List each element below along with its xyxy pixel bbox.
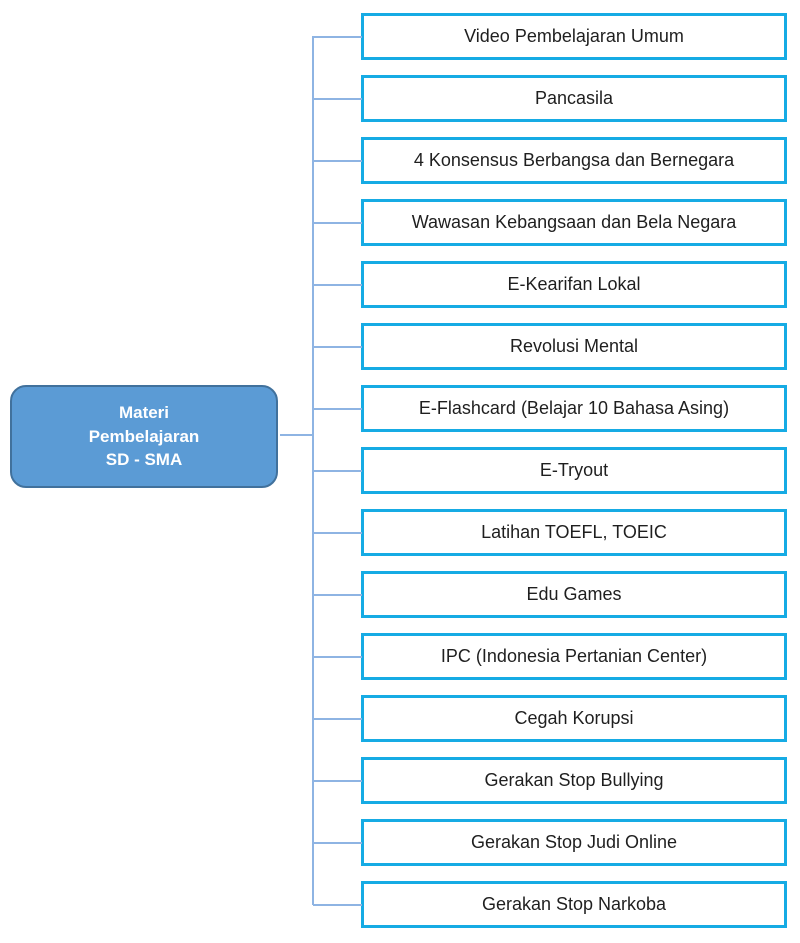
connector-stub	[313, 532, 362, 534]
connector-stub	[313, 160, 362, 162]
root-node-label: Materi Pembelajaran SD - SMA	[88, 403, 200, 470]
connector-stub	[313, 36, 362, 38]
branch-list: Video Pembelajaran Umum Pancasila 4 Kons…	[361, 13, 787, 928]
branch-label: Revolusi Mental	[509, 335, 639, 356]
connector-stub	[313, 842, 362, 844]
branch-label: E-Kearifan Lokal	[507, 273, 641, 294]
connector-stub	[313, 408, 362, 410]
branch-label: 4 Konsensus Berbangsa dan Bernegara	[413, 149, 735, 170]
branch-box: E-Tryout	[361, 447, 787, 494]
branch-label: Gerakan Stop Bullying	[484, 769, 664, 790]
branch-label: Video Pembelajaran Umum	[464, 25, 684, 46]
branch-box: E-Kearifan Lokal	[361, 261, 787, 308]
branch-label: Edu Games	[526, 583, 622, 604]
branch-label: E-Tryout	[539, 459, 609, 480]
connector-stub	[313, 98, 362, 100]
connector-stub	[313, 594, 362, 596]
branch-label: IPC (Indonesia Pertanian Center)	[440, 645, 708, 666]
branch-box: E-Flashcard (Belajar 10 Bahasa Asing)	[361, 385, 787, 432]
branch-box: IPC (Indonesia Pertanian Center)	[361, 633, 787, 680]
branch-box: Latihan TOEFL, TOEIC	[361, 509, 787, 556]
connector-stub	[313, 904, 362, 906]
branch-label: Latihan TOEFL, TOEIC	[481, 521, 667, 542]
branch-box: Revolusi Mental	[361, 323, 787, 370]
branch-label: Gerakan Stop Judi Online	[470, 831, 678, 852]
branch-label: Pancasila	[534, 87, 614, 108]
branch-box: Edu Games	[361, 571, 787, 618]
branch-box: Gerakan Stop Narkoba	[361, 881, 787, 928]
connector-stub	[313, 346, 362, 348]
branch-label: Wawasan Kebangsaan dan Bela Negara	[411, 211, 737, 232]
branch-box: Cegah Korupsi	[361, 695, 787, 742]
connector-stub	[313, 284, 362, 286]
branch-box: Gerakan Stop Bullying	[361, 757, 787, 804]
branch-box: Video Pembelajaran Umum	[361, 13, 787, 60]
connector-stub	[313, 780, 362, 782]
branch-box: Wawasan Kebangsaan dan Bela Negara	[361, 199, 787, 246]
root-node: Materi Pembelajaran SD - SMA	[10, 385, 278, 488]
branch-box: Gerakan Stop Judi Online	[361, 819, 787, 866]
branch-box: 4 Konsensus Berbangsa dan Bernegara	[361, 137, 787, 184]
connector-stub	[313, 222, 362, 224]
connector-stub	[313, 656, 362, 658]
branch-label: E-Flashcard (Belajar 10 Bahasa Asing)	[418, 397, 730, 418]
branch-label: Gerakan Stop Narkoba	[481, 893, 667, 914]
branch-label: Cegah Korupsi	[514, 707, 634, 728]
connector-root-line	[280, 434, 313, 436]
connector-stub	[313, 718, 362, 720]
branch-box: Pancasila	[361, 75, 787, 122]
connector-stub	[313, 470, 362, 472]
